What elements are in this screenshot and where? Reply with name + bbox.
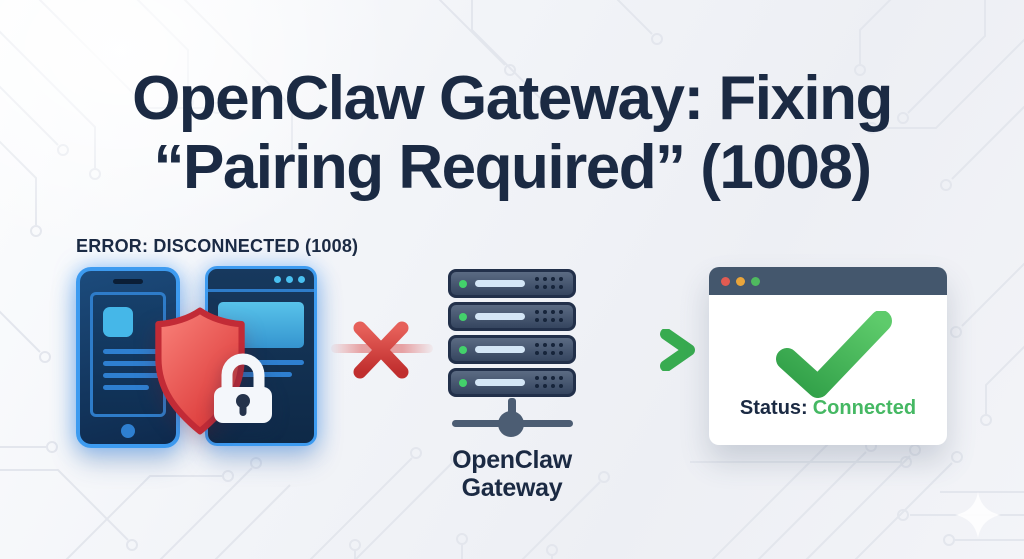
server-unit <box>448 335 576 364</box>
window-titlebar <box>709 267 947 295</box>
page-title: OpenClaw Gateway: Fixing“Pairing Require… <box>0 64 1024 202</box>
phone-home-button <box>121 424 135 438</box>
network-node <box>498 411 524 437</box>
window-maximize-dot <box>751 276 760 286</box>
server-label-bar <box>475 379 525 386</box>
sparkle-icon <box>955 492 1001 538</box>
server-label-bar <box>475 313 525 320</box>
title-line-2: “Pairing Required” (1008) <box>153 133 872 202</box>
text-line-placeholder <box>103 349 165 354</box>
server-vents <box>534 276 565 291</box>
text-line-placeholder <box>218 360 304 365</box>
network-stem-line <box>508 398 516 418</box>
window-dot-icon <box>298 275 305 283</box>
title-line-1: OpenClaw Gateway: Fixing <box>132 64 893 133</box>
error-status-label: ERROR: DISCONNECTED (1008) <box>76 236 359 256</box>
phone-screen <box>90 292 166 417</box>
server-rack-illustration <box>448 269 576 401</box>
window-dot-icon <box>274 275 281 283</box>
gateway-label-line-2: Gateway <box>461 474 563 502</box>
phone-illustration <box>76 267 180 448</box>
server-unit <box>448 269 576 298</box>
app-window-titlebar <box>208 269 314 292</box>
server-unit <box>448 368 576 397</box>
phone-speaker <box>113 279 143 284</box>
gateway-label-line-1: OpenClaw <box>452 446 572 474</box>
text-line-placeholder <box>103 361 165 366</box>
led-indicator <box>459 378 467 387</box>
server-label-bar <box>475 346 525 353</box>
status-value: Connected <box>812 397 917 419</box>
server-vents <box>534 309 565 324</box>
status-text: Status:Connected <box>709 397 947 420</box>
status-label: Status: <box>739 397 808 419</box>
status-window: Status:Connected <box>709 267 947 445</box>
arrow-right-icon <box>590 329 695 371</box>
window-dot-icon <box>286 275 293 283</box>
server-vents <box>534 342 565 357</box>
led-indicator <box>459 345 467 354</box>
text-line-placeholder <box>103 373 165 378</box>
server-unit <box>448 302 576 331</box>
checkmark-icon <box>776 311 892 398</box>
text-line-placeholder <box>103 385 149 390</box>
server-vents <box>534 375 565 390</box>
x-icon <box>353 321 409 379</box>
phone-screen-tile <box>103 307 133 337</box>
led-indicator <box>459 312 467 321</box>
led-indicator <box>459 279 467 288</box>
lock-icon <box>214 353 272 423</box>
window-minimize-dot <box>736 276 745 286</box>
window-close-dot <box>721 276 730 286</box>
server-label-bar <box>475 280 525 287</box>
